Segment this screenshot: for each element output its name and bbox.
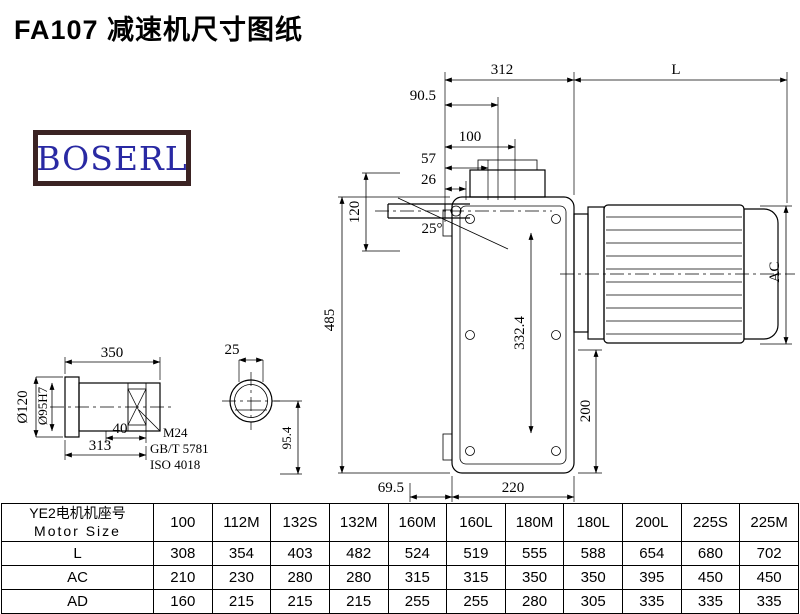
table-cell: 350 — [504, 565, 565, 590]
column-header: 180M — [504, 503, 565, 542]
dim-100-label: 100 — [459, 129, 482, 145]
table-cell: 680 — [680, 541, 741, 566]
table-cell: 395 — [622, 565, 682, 590]
column-header: 180L — [563, 503, 623, 542]
column-header: 112M — [211, 503, 272, 542]
column-header: 160L — [446, 503, 506, 542]
table-cell: 215 — [328, 589, 389, 614]
standard-iso-label: ISO 4018 — [150, 457, 200, 472]
column-header: 132M — [328, 503, 389, 542]
dim-120-label: 120 — [347, 201, 363, 224]
dim-90-5-label: 90.5 — [410, 88, 436, 104]
thread-m24-label: M24 — [163, 425, 188, 440]
table-cell: 280 — [270, 565, 330, 590]
column-header: 200L — [622, 503, 682, 542]
table-header-row: YE2电机机座号 Motor Size 100 112M 132S 132M 1… — [1, 503, 799, 542]
table-row-AC: AC 210 230 280 280 315 315 350 350 395 4… — [1, 565, 799, 590]
main-view-dimensions: 312 L 90.5 100 57 26 25° 120 — [322, 62, 792, 502]
dim-485-label: 485 — [322, 309, 338, 332]
table-cell: 524 — [387, 541, 448, 566]
dim-26-label: 26 — [421, 172, 437, 188]
column-header: 132S — [270, 503, 330, 542]
dim-312-label: 312 — [491, 62, 514, 78]
column-header: 225M — [739, 503, 799, 542]
dim-313-label: 313 — [89, 438, 112, 454]
row-label: L — [1, 541, 154, 566]
table-cell: 280 — [328, 565, 389, 590]
dim-200-label: 200 — [578, 400, 594, 423]
table-cell: 482 — [328, 541, 389, 566]
column-header: 160M — [387, 503, 448, 542]
table-cell: 315 — [387, 565, 448, 590]
table-cell: 215 — [270, 589, 330, 614]
motor-size-header-cn: YE2电机机座号 — [29, 505, 126, 521]
row-label: AC — [1, 565, 154, 590]
table-cell: 305 — [563, 589, 623, 614]
dim-L-label: L — [671, 62, 680, 78]
table-cell: 450 — [739, 565, 799, 590]
table-cell: 335 — [680, 589, 741, 614]
column-header: 225S — [680, 503, 741, 542]
shaft-detail-view: 350 Ø120 Ø95H7 40 313 M24 GB/T 5781 ISO … — [15, 345, 209, 472]
motor-size-header-en: Motor Size — [34, 522, 121, 539]
table-cell: 403 — [270, 541, 330, 566]
table-cell: 450 — [680, 565, 741, 590]
table-cell: 160 — [153, 589, 213, 614]
table-row-AD: AD 160 215 215 215 255 255 280 305 335 3… — [1, 589, 799, 614]
table-cell: 210 — [153, 565, 213, 590]
table-cell: 350 — [563, 565, 623, 590]
page-title: FA107 减速机尺寸图纸 — [14, 15, 304, 45]
table-row-L: L 308 354 403 482 524 519 555 588 654 68… — [1, 541, 799, 566]
shaft-section-view: 25 95.4 — [222, 342, 302, 475]
dim-AC-label: AC — [767, 262, 783, 283]
table-cell: 255 — [387, 589, 448, 614]
dim-95-4-label: 95.4 — [279, 426, 294, 449]
dim-40-label: 40 — [113, 421, 128, 437]
motor-fins — [606, 216, 742, 335]
dim-25deg-label: 25° — [422, 221, 443, 237]
column-header: 100 — [153, 503, 213, 542]
table-cell: 555 — [504, 541, 565, 566]
dim-25-label: 25 — [225, 342, 240, 358]
table-cell: 654 — [622, 541, 682, 566]
table-cell: 335 — [622, 589, 682, 614]
table-cell: 255 — [446, 589, 506, 614]
table-cell: 702 — [739, 541, 799, 566]
technical-drawing: 312 L 90.5 100 57 26 25° 120 — [15, 62, 795, 502]
dim-57-label: 57 — [421, 151, 437, 167]
dim-220-label: 220 — [502, 480, 525, 496]
motor-size-header: YE2电机机座号 Motor Size — [1, 503, 154, 542]
dim-69-5-label: 69.5 — [378, 480, 404, 496]
table-cell: 215 — [211, 589, 272, 614]
table-cell: 335 — [739, 589, 799, 614]
main-view — [375, 159, 795, 474]
row-label: AD — [1, 589, 154, 614]
dimension-table: YE2电机机座号 Motor Size 100 112M 132S 132M 1… — [1, 503, 799, 614]
standard-gbt-label: GB/T 5781 — [150, 441, 209, 456]
dim-dia120-label: Ø120 — [15, 390, 31, 423]
brand-logo-text: BOSERL — [36, 138, 188, 178]
brand-logo: BOSERL — [33, 130, 191, 186]
dim-332-4-label: 332.4 — [512, 316, 528, 350]
table-cell: 308 — [153, 541, 213, 566]
table-cell: 280 — [504, 589, 565, 614]
table-cell: 519 — [446, 541, 506, 566]
table-cell: 230 — [211, 565, 272, 590]
table-cell: 315 — [446, 565, 506, 590]
table-cell: 354 — [211, 541, 272, 566]
dim-350-label: 350 — [101, 345, 124, 361]
table-cell: 588 — [563, 541, 623, 566]
dim-dia95h7-label: Ø95H7 — [35, 386, 50, 425]
